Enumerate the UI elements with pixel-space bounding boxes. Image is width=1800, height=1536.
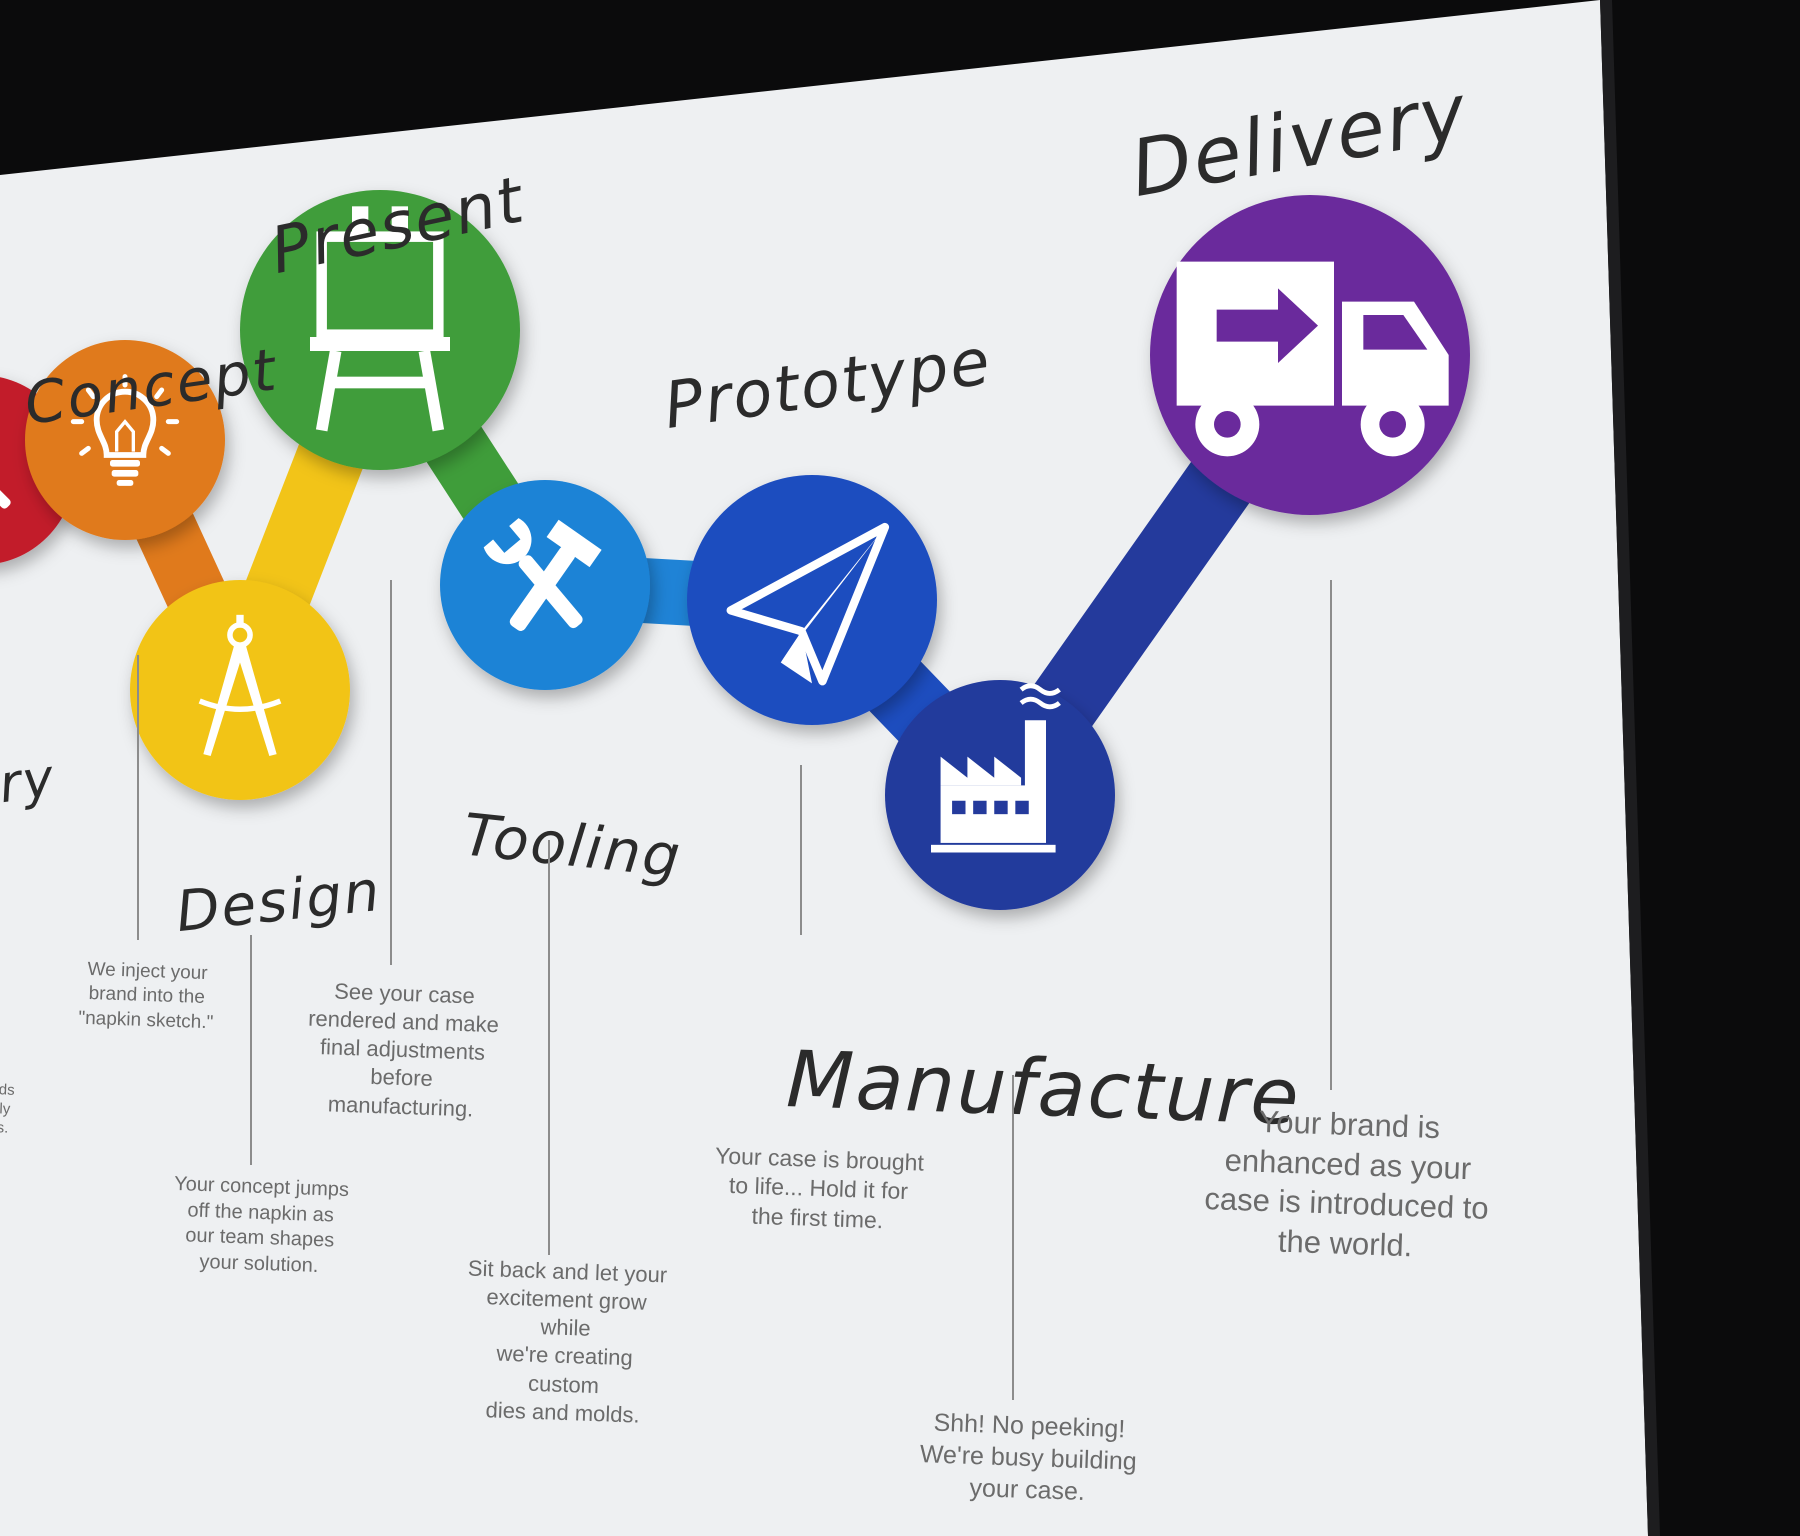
stage-circle-concept bbox=[25, 340, 225, 540]
wrench-hammer-icon bbox=[483, 518, 602, 631]
stage-description-prototype: Your case is brought to life... Hold it … bbox=[714, 1142, 925, 1234]
magnifier-icon bbox=[0, 480, 11, 509]
stage-description-concept: We inject your brand into the "napkin sk… bbox=[78, 958, 214, 1033]
lightbulb-icon bbox=[70, 374, 180, 486]
leader-line-manufacture bbox=[1012, 1075, 1014, 1400]
stage-node-manufacture bbox=[885, 680, 1115, 910]
stage-node-delivery bbox=[1150, 195, 1470, 515]
drafting-compass-icon bbox=[198, 614, 282, 756]
stage-node-prototype bbox=[687, 475, 937, 725]
leader-line-design bbox=[250, 935, 252, 1165]
leader-line-prototype bbox=[800, 765, 802, 935]
leader-line-concept bbox=[137, 655, 139, 940]
stage-node-design bbox=[130, 580, 350, 800]
stage-description-design: Your concept jumps off the napkin as our… bbox=[173, 1172, 350, 1277]
easel-icon bbox=[310, 206, 450, 432]
delivery-truck-icon bbox=[1176, 261, 1449, 457]
leader-line-tooling bbox=[548, 840, 550, 1255]
stage-circle-design bbox=[130, 580, 350, 800]
screen-shadow-edge bbox=[1600, 0, 1660, 1536]
stage-node-tooling bbox=[440, 480, 650, 690]
leader-line-delivery bbox=[1330, 580, 1332, 1090]
stage-description-manufacture: Shh! No peeking! We're busy building you… bbox=[919, 1408, 1138, 1506]
stage-description-present: See your case rendered and make final ad… bbox=[307, 978, 500, 1122]
stage-description-discovery: r needs atively goals. bbox=[0, 1080, 15, 1138]
stage-description-delivery: Your brand is enhanced as your case is i… bbox=[1203, 1103, 1490, 1264]
stage-node-concept bbox=[25, 340, 225, 540]
stage-circle-prototype bbox=[687, 475, 937, 725]
stage-nodes bbox=[0, 190, 1470, 910]
factory-icon bbox=[931, 683, 1061, 853]
leader-line-present bbox=[390, 580, 392, 965]
stage-description-tooling: Sit back and let your excitement grow wh… bbox=[467, 1255, 668, 1428]
stage-node-present bbox=[240, 190, 520, 470]
paper-plane-icon bbox=[726, 522, 890, 686]
